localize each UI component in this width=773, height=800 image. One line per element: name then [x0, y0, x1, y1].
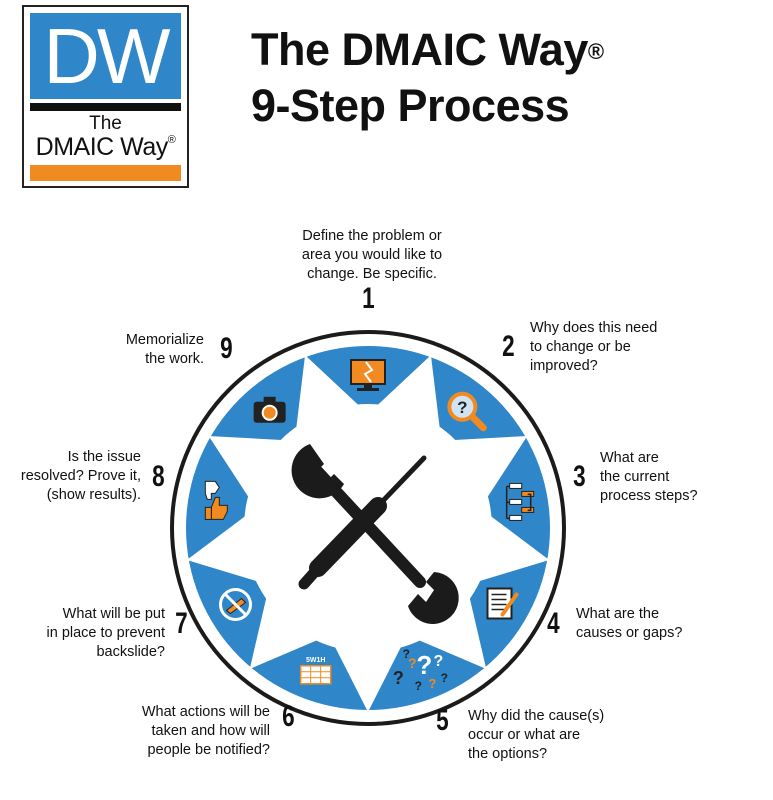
wheel-star-point-7 — [186, 513, 262, 583]
wheel-star-point-4 — [414, 593, 487, 669]
step-3-line-3: process steps? — [600, 488, 698, 504]
svg-text:?: ? — [433, 653, 443, 670]
document-pen-icon — [486, 587, 519, 620]
step-6-number: 6 — [282, 700, 295, 733]
step-7-text: What will be put in place to prevent bac… — [20, 605, 166, 662]
title-line-2: 9-Step Process — [251, 80, 570, 131]
plan-grid-icon: 5W1H — [299, 657, 332, 685]
step-2-number: 2 — [502, 330, 515, 363]
step-8-line-3: (show results). — [46, 487, 141, 503]
thumbs-icon — [204, 480, 228, 520]
wrench-screwdriver-icon — [291, 444, 459, 624]
svg-text:?: ? — [441, 671, 448, 685]
step-8-line-2: resolved? Prove it, — [20, 468, 141, 484]
step-9-line-1: Memorialize — [125, 332, 204, 348]
magnifier-question-icon: ? — [447, 391, 487, 432]
step-5-number: 5 — [436, 704, 449, 737]
step-6-line-3: people be notified? — [147, 742, 270, 758]
step-3-line-2: the current — [600, 469, 670, 485]
step-1-line-3: change. Be specific. — [307, 266, 437, 282]
wheel-star-point-3 — [474, 513, 550, 583]
step-6-line-1: What actions will be — [141, 704, 270, 720]
no-slide-icon — [218, 588, 252, 621]
page-title: The DMAIC Way® 9-Step Process — [251, 22, 604, 134]
title-reg-mark: ® — [587, 39, 604, 64]
step-8-text: Is the issue resolved? Prove it, (show r… — [10, 448, 141, 505]
step-1-line-1: Define the problem or — [302, 228, 442, 244]
step-2-line-1: Why does this need — [530, 320, 658, 336]
logo-blue-block: DW — [30, 13, 181, 99]
step-9-number: 9 — [220, 332, 233, 365]
step-5-line-1: Why did the cause(s) — [468, 708, 605, 724]
svg-text:?: ? — [457, 398, 467, 417]
svg-text:?: ? — [408, 655, 417, 671]
svg-text:?: ? — [416, 650, 432, 680]
title-line-1: The DMAIC Way® — [251, 22, 604, 78]
logo-letters: DW — [43, 12, 171, 100]
flowchart-icon — [505, 482, 535, 521]
step-4-text: What are the causes or gaps? — [576, 605, 726, 643]
wheel-star-point-8 — [208, 436, 287, 502]
step-6-line-2: taken and how will — [151, 723, 271, 739]
step-2-line-2: to change or be — [530, 339, 631, 355]
wheel-star-point-2 — [449, 436, 528, 502]
svg-text:?: ? — [415, 679, 422, 693]
step-1-line-2: area you would like to — [301, 247, 443, 263]
step-4-line-1: What are the — [576, 606, 660, 622]
logo-black-bar — [30, 103, 181, 111]
step-6-text: What actions will be taken and how will … — [90, 703, 270, 760]
plan-grid-label: 5W1H — [306, 657, 325, 664]
step-5-line-2: occur or what are — [468, 727, 581, 743]
question-marks-icon: ???????? — [393, 647, 448, 693]
title-line-1-text: The DMAIC Way — [251, 24, 588, 75]
step-8-number: 8 — [152, 460, 165, 493]
svg-text:?: ? — [403, 647, 410, 661]
logo-reg-mark: ® — [167, 134, 176, 146]
step-3-number: 3 — [573, 460, 586, 493]
step-8-line-1: Is the issue — [67, 449, 141, 465]
logo-name: DMAIC Way® — [24, 135, 187, 160]
step-4-number: 4 — [547, 607, 560, 640]
step-3-line-1: What are — [600, 450, 659, 466]
step-1-number: 1 — [362, 282, 375, 315]
step-5-text: Why did the cause(s) occur or what are t… — [468, 707, 658, 764]
step-7-line-1: What will be put — [62, 606, 165, 622]
step-3-text: What are the current process steps? — [600, 449, 750, 506]
step-9-text: Memorialize the work. — [90, 331, 204, 369]
logo-orange-bar — [30, 165, 181, 181]
step-5-line-3: the options? — [468, 746, 548, 762]
step-2-text: Why does this need to change or be impro… — [530, 319, 720, 376]
wheel-star-point-6 — [249, 593, 322, 669]
step-7-line-2: in place to prevent — [46, 625, 166, 641]
step-4-line-2: causes or gaps? — [576, 625, 683, 641]
camera-icon — [253, 396, 286, 423]
logo-the: The — [89, 113, 122, 134]
logo-name-text: DMAIC Way — [35, 133, 169, 161]
svg-text:?: ? — [393, 668, 404, 688]
step-7-line-3: backslide? — [96, 644, 165, 660]
step-2-line-3: improved? — [530, 358, 598, 374]
wheel-star-point-5 — [332, 642, 404, 712]
svg-text:?: ? — [428, 676, 436, 691]
dmaic-way-logo: DW The DMAIC Way® — [22, 5, 189, 188]
step-9-line-2: the work. — [145, 351, 204, 367]
step-7-number: 7 — [175, 607, 188, 640]
monitor-icon — [350, 359, 386, 391]
step-1-text: Define the problem or area you would lik… — [272, 227, 472, 284]
